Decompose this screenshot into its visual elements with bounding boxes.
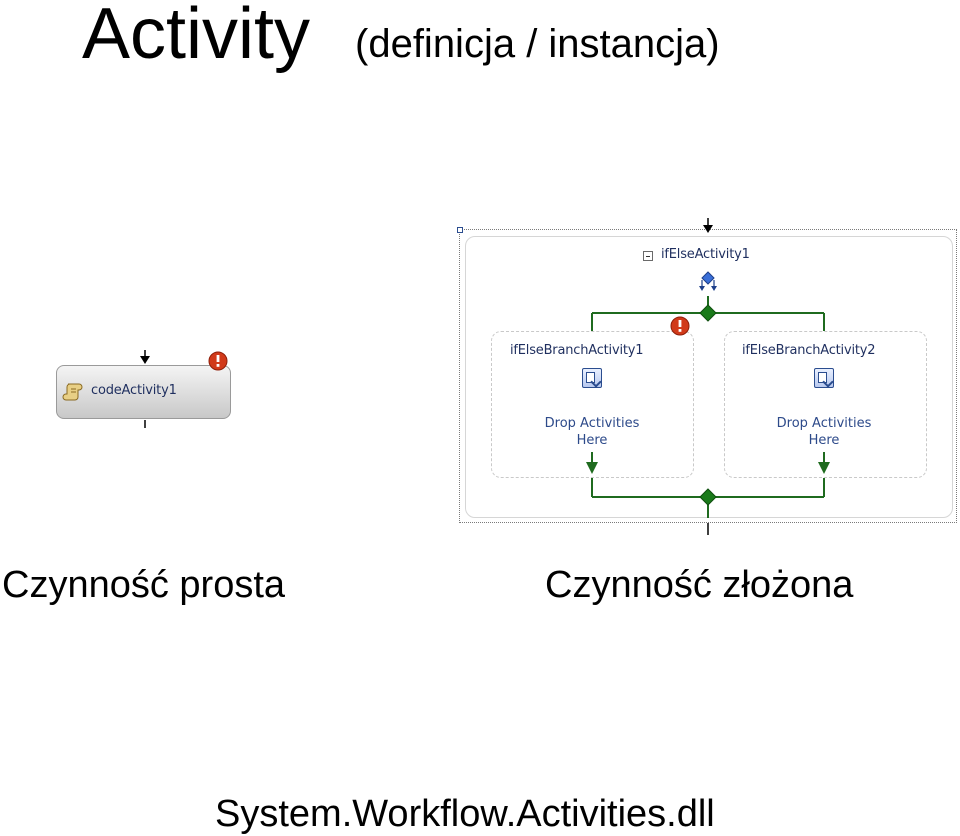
scroll-icon bbox=[62, 383, 83, 401]
composite-activity-caption: Czynność złożona bbox=[545, 564, 854, 606]
drop-hint-line1: Drop Activities bbox=[544, 416, 640, 431]
code-activity-label: codeActivity1 bbox=[91, 383, 177, 398]
drop-hint-line1: Drop Activities bbox=[776, 416, 872, 431]
selection-handle[interactable] bbox=[457, 227, 463, 233]
branch-1-label: ifElseBranchActivity1 bbox=[510, 343, 644, 358]
incoming-arrow-icon bbox=[703, 225, 713, 233]
incoming-arrow-icon bbox=[140, 356, 150, 364]
error-icon bbox=[670, 316, 690, 336]
drop-hint-line2: Here bbox=[808, 433, 840, 448]
error-icon bbox=[208, 351, 228, 371]
drop-hint-line2: Here bbox=[576, 433, 608, 448]
simple-activity-caption: Czynność prosta bbox=[2, 564, 286, 606]
page-subtitle: (definicja / instancja) bbox=[355, 22, 720, 66]
top-join-diamond-icon bbox=[699, 304, 717, 322]
bottom-join-diamond-icon bbox=[699, 488, 717, 506]
branch-flow-arrow-icon bbox=[586, 462, 598, 474]
branch-diamond-icon bbox=[699, 271, 717, 291]
drop-target-icon[interactable] bbox=[814, 368, 834, 388]
branch-flow-arrow-icon bbox=[818, 462, 830, 474]
collapse-minus-icon[interactable] bbox=[643, 251, 653, 261]
drop-target-icon[interactable] bbox=[582, 368, 602, 388]
branch-2-label: ifElseBranchActivity2 bbox=[742, 343, 876, 358]
drop-activities-hint-2: Drop Activities Here bbox=[764, 415, 884, 449]
code-activity-shape[interactable]: codeActivity1 bbox=[56, 365, 231, 419]
drop-activities-hint-1: Drop Activities Here bbox=[532, 415, 652, 449]
ifelse-branch-2[interactable] bbox=[724, 331, 927, 478]
assembly-name: System.Workflow.Activities.dll bbox=[215, 793, 715, 835]
page-title: Activity bbox=[82, 0, 311, 74]
ifelse-activity-label: ifElseActivity1 bbox=[661, 247, 750, 262]
ifelse-branch-1[interactable] bbox=[491, 331, 694, 478]
